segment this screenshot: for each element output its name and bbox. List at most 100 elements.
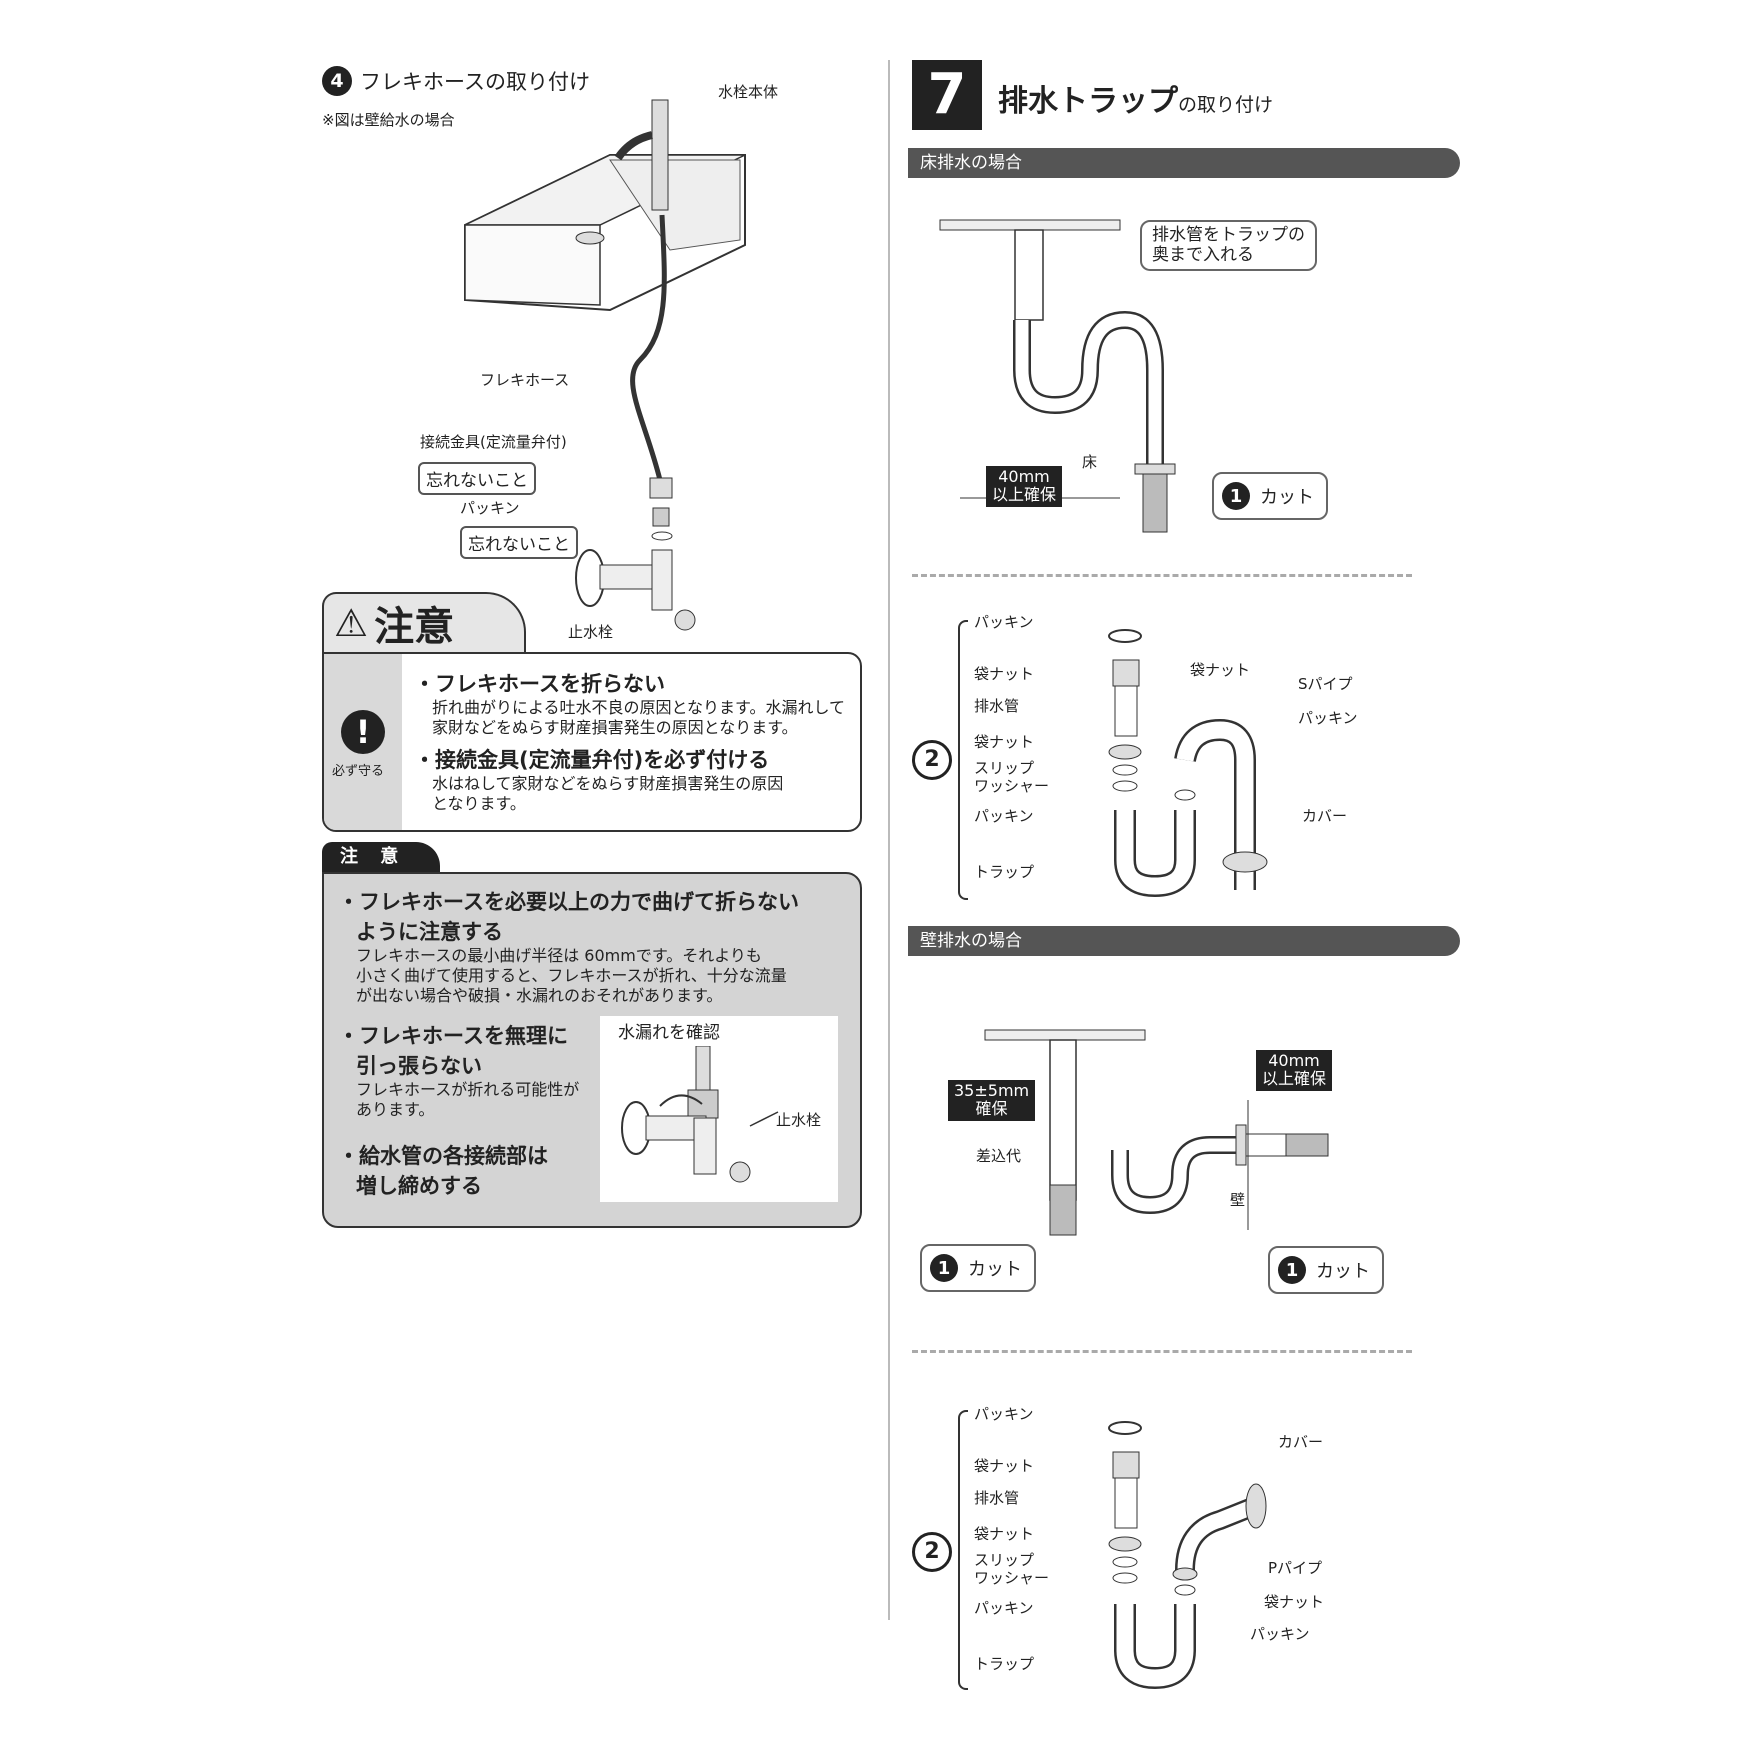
floor-parts-step-number: 2 [912, 740, 952, 780]
wall-parts-p-pipe: Pパイプ [1268, 1559, 1323, 1577]
packing-label: パッキン [460, 499, 520, 517]
wall-parts-step-number: 2 [912, 1532, 952, 1572]
floor-parts-bracket [958, 620, 968, 900]
caution-item2-body-2: あります。 [356, 1100, 435, 1119]
inset-valve-figure [621, 1046, 779, 1183]
dont-forget-label-1: 忘れないこと [418, 462, 536, 495]
step7-number: 7 [912, 60, 982, 130]
column-divider [888, 60, 890, 1620]
wall-insert-length: 差込代 [976, 1147, 1022, 1165]
caution-item1-title-2: ように注意する [356, 920, 503, 944]
caution-item2-title-2: 引っ張らない [356, 1054, 482, 1078]
step7-title: 排水トラップの取り付け [998, 76, 1273, 120]
step4-note: ※図は壁給水の場合 [322, 111, 455, 129]
wall-clearance-line-2: 以上確保 [1262, 1069, 1327, 1089]
must-follow-label: 必ず守る [332, 764, 385, 779]
wall-cut-label-2: 1 カット [1268, 1246, 1384, 1294]
floor-callout-line-2: 奥まで入れる [1152, 244, 1254, 265]
wall-parts-bracket [958, 1410, 968, 1690]
caution-item1-body-2: 小さく曲げて使用すると、フレキホースが折れ、十分な流量 [356, 966, 787, 985]
floor-cut-number: 1 [1222, 482, 1250, 510]
wall-insert-clearance: 35±5mm 確保 [948, 1080, 1036, 1121]
wall-parts-drain-pipe: 排水管 [974, 1489, 1020, 1507]
floor-parts-packing-bottom: パッキン [974, 807, 1034, 825]
wall-parts-bag-nut-1: 袋ナット [974, 1457, 1035, 1475]
caution-box: ・フレキホースを必要以上の力で曲げて折らない ように注意する フレキホースの最小… [322, 872, 862, 1228]
floor-cut-text: カット [1260, 487, 1314, 508]
floor-parts-slip-1: スリップ [974, 759, 1035, 777]
floor-parts-packing-r: パッキン [1298, 709, 1358, 727]
floor-parts-packing-top: パッキン [974, 613, 1034, 631]
connector-label: 接続金具(定流量弁付) [420, 433, 567, 451]
must-follow-panel: ! 必ず守る [324, 654, 402, 830]
floor-parts-bag-nut-1: 袋ナット [974, 665, 1035, 683]
wall-cut-number-2: 1 [1278, 1256, 1306, 1284]
warning-title: 注意 [374, 604, 455, 650]
caution-item2-title-1: ・フレキホースを無理に [338, 1024, 568, 1048]
floor-parts-slip-2: ワッシャー [974, 777, 1050, 795]
caution-item3: ・給水管の各接続部は 増し締めする [338, 1140, 598, 1200]
wall-parts-bag-nut-2: 袋ナット [974, 1525, 1035, 1543]
warning-content: ・フレキホースを折らない 折れ曲がりによる吐水不良の原因となります。水漏れして … [414, 668, 854, 814]
caution-item3-title-2: 増し締めする [356, 1174, 482, 1198]
wall-cut-label-1: 1 カット [920, 1244, 1036, 1292]
caution-item1-title-1: ・フレキホースを必要以上の力で曲げて折らない [338, 890, 799, 914]
step7-title-main: 排水トラップ [998, 84, 1178, 119]
floor-clearance-label: 40mm 以上確保 [986, 466, 1063, 507]
wall-cut-text-1: カット [968, 1259, 1022, 1280]
floor-callout-box: 排水管をトラップの 奥まで入れる [1140, 220, 1317, 272]
floor-parts-drain-pipe: 排水管 [974, 697, 1020, 715]
wall-cut-text-2: カット [1316, 1261, 1370, 1282]
floor-clearance-line-1: 40mm [998, 467, 1050, 486]
exclamation-icon: ! [341, 710, 385, 754]
wall-parts-figure [1108, 1421, 1267, 1690]
floor-parts-s-pipe: Sパイプ [1298, 675, 1353, 693]
floor-drain-figure [939, 219, 1176, 533]
wall-parts-bag-nut-r: 袋ナット [1264, 1593, 1325, 1611]
floor-parts-bag-nut-2: 袋ナット [974, 733, 1035, 751]
wall-label: 壁 [1230, 1191, 1246, 1209]
warning-item1-body-2: 家財などをぬらす財産損害発生の原因となります。 [432, 718, 798, 737]
wall-clearance-line-1: 40mm [1268, 1051, 1320, 1070]
floor-parts-figure [1108, 629, 1268, 898]
caution-item1: ・フレキホースを必要以上の力で曲げて折らない ように注意する フレキホースの最小… [338, 886, 848, 1006]
step7-title-sub: の取り付け [1178, 94, 1274, 116]
flex-hose-label: フレキホース [480, 371, 570, 389]
caution-item1-body-1: フレキホースの最小曲げ半径は 60mmです。それよりも [356, 946, 762, 965]
warning-item2-title: ・接続金具(定流量弁付)を必ず付ける [414, 748, 770, 772]
caution-item2-body-1: フレキホースが折れる可能性が [356, 1080, 580, 1099]
step4-title: フレキホースの取り付け [360, 70, 590, 94]
stop-valve-label: 止水栓 [568, 623, 614, 641]
warning-tab: ⚠ 注意 [322, 592, 526, 652]
caution-item2: ・フレキホースを無理に 引っ張らない フレキホースが折れる可能性が あります。 [338, 1020, 598, 1120]
wall-insert-line-2: 確保 [975, 1099, 1008, 1119]
wall-cut-number-1: 1 [930, 1254, 958, 1282]
faucet-body-label: 水栓本体 [718, 83, 779, 101]
leak-check-label: 水漏れを確認 [618, 1023, 720, 1043]
warning-item2-body-1: 水はねして家財などをぬらす財産損害発生の原因 [432, 774, 784, 793]
wall-parts-packing-top: パッキン [974, 1405, 1034, 1423]
floor-parts-trap: トラップ [974, 863, 1035, 881]
wall-parts-packing-bottom: パッキン [974, 1599, 1034, 1617]
inset-stop-valve-label: 止水栓 [776, 1111, 822, 1129]
wall-parts-packing-r: パッキン [1250, 1625, 1310, 1643]
dont-forget-label-2: 忘れないこと [460, 526, 578, 559]
warning-triangle-icon: ⚠ [334, 601, 369, 645]
flex-hose-installation-figure [464, 99, 746, 631]
wall-parts-trap: トラップ [974, 1655, 1035, 1673]
wall-drain-figure [984, 1029, 1329, 1236]
warning-item2-body-2: となります。 [432, 794, 526, 813]
warning-box: ! 必ず守る ・フレキホースを折らない 折れ曲がりによる吐水不良の原因となります… [322, 652, 862, 832]
step4-heading: 4 フレキホースの取り付け [322, 66, 590, 96]
wall-clearance: 40mm 以上確保 [1256, 1050, 1333, 1091]
floor-label: 床 [1082, 453, 1098, 471]
wall-parts-slip-2: ワッシャー [974, 1569, 1050, 1587]
floor-parts-cover: カバー [1302, 807, 1348, 825]
wall-parts-slip-1: スリップ [974, 1551, 1035, 1569]
floor-drain-bar: 床排水の場合 [908, 148, 1460, 178]
caution-item1-body-3: が出ない場合や破損・水漏れのおそれがあります。 [356, 986, 723, 1005]
floor-parts-bag-nut-r: 袋ナット [1190, 661, 1251, 679]
floor-cut-label: 1 カット [1212, 472, 1328, 520]
wall-parts-cover: カバー [1278, 1433, 1324, 1451]
wall-drain-bar: 壁排水の場合 [908, 926, 1460, 956]
